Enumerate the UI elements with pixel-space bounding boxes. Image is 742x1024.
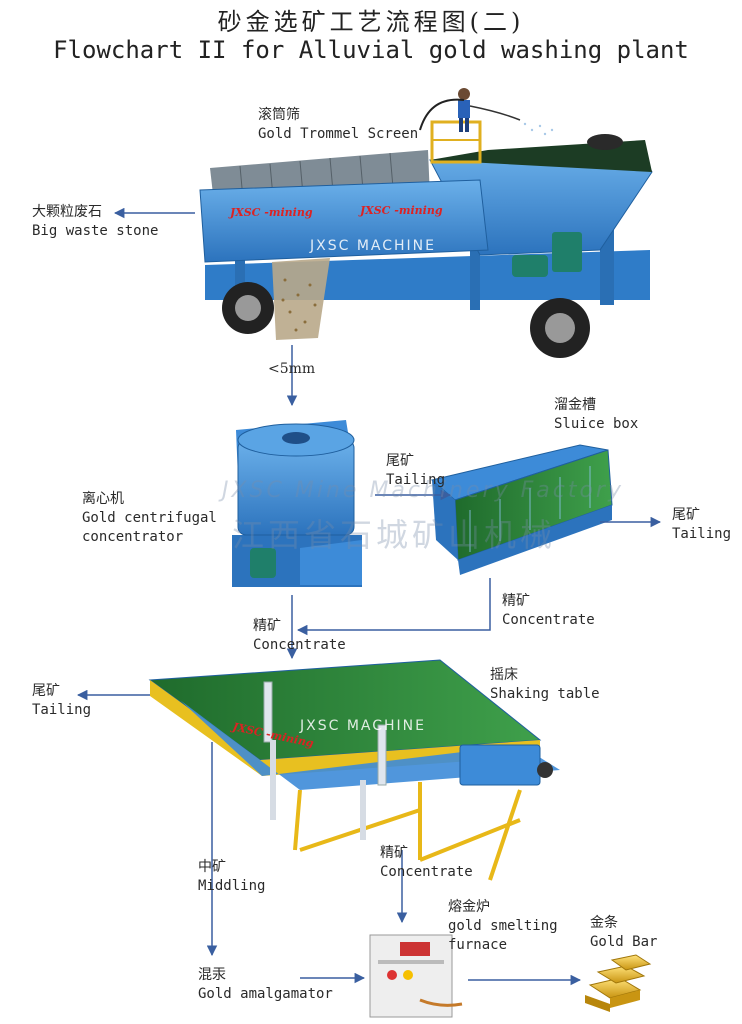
tailing1-label: 尾矿 Tailing [386,452,445,490]
middling-label-en: Middling [198,877,266,894]
waste-label-en: Big waste stone [32,222,159,239]
trommel-label-en: Gold Trommel Screen [258,125,419,142]
goldbar-label-en: Gold Bar [590,933,658,950]
concentrate1-label-cn: 精矿 [253,618,281,634]
trommel-brand-left: JXSC -mining [228,206,313,219]
sluice-box-machine [430,444,613,575]
title-english: Flowchart II for Alluvial gold washing p… [53,36,689,64]
amalgamator-label-en: Gold amalgamator [198,985,333,1002]
tailing1-label-cn: 尾矿 [386,453,414,469]
size-label: <5mm [268,361,316,377]
concentrate1-label-en: Concentrate [253,636,346,653]
concentrate3-label-cn: 精矿 [380,845,408,861]
title-chinese: 砂金选矿工艺流程图(二) [217,8,525,36]
furnace-label-en2: furnace [448,936,508,953]
centrifugal-label-cn: 离心机 [82,491,124,507]
trommel-watermark: JXSC MACHINE [309,238,436,254]
tailing2-label: 尾矿 Tailing [672,506,731,544]
concentrate1-label: 精矿 Concentrate [253,617,346,655]
sluice-label-cn: 溜金槽 [554,397,596,413]
concentrate3-label-en: Concentrate [380,863,473,880]
shaking-label-cn: 摇床 [490,667,518,683]
sluice-label: 溜金槽 Sluice box [554,396,638,434]
amalgamator-label-cn: 混汞 [198,967,226,983]
shaking-table-machine: JXSC -mining JXSC MACHINE [148,659,560,881]
concentrate2-label: 精矿 Concentrate [502,592,595,630]
concentrate2-label-cn: 精矿 [502,593,530,609]
shaking-table-watermark: JXSC MACHINE [299,718,426,734]
trommel-brand-right: JXSC -mining [358,204,443,217]
trommel-label: 滚筒筛 Gold Trommel Screen [258,106,418,144]
tailing2-label-en: Tailing [672,525,732,542]
sluice-label-en: Sluice box [554,415,639,432]
tailing3-label-cn: 尾矿 [32,683,60,699]
trommel-screen-machine: JXSC -mining JXSC -mining JXSC MACHINE [199,88,653,358]
centrifugal-label: 离心机 Gold centrifugal concentrator [82,490,217,547]
shaking-label-en: Shaking table [490,685,600,702]
smelting-furnace-machine [369,934,463,1018]
arrow-sluice-concentrate-to-shaking [296,578,491,636]
goldbar-label-cn: 金条 [590,915,618,931]
furnace-label: 熔金炉 gold smelting furnace [448,898,558,955]
concentrate3-label: 精矿 Concentrate [380,844,473,882]
tailing2-label-cn: 尾矿 [672,507,700,523]
trommel-label-cn: 滚筒筛 [258,107,300,123]
centrifugal-concentrator-machine [232,420,362,587]
tailing3-label-en: Tailing [32,701,92,718]
centrifugal-label-en1: Gold centrifugal [82,509,217,526]
furnace-label-en1: gold smelting [448,917,558,934]
amalgamator-label: 混汞 Gold amalgamator [198,966,333,1004]
factory-watermark-en: JXSC Mine Machinery Factory [222,478,624,503]
concentrate2-label-en: Concentrate [502,611,595,628]
tailing3-label: 尾矿 Tailing [32,682,91,720]
gold-bars-image [585,954,652,1012]
furnace-label-cn: 熔金炉 [448,899,490,915]
tailing1-label-en: Tailing [386,471,446,488]
goldbar-label: 金条 Gold Bar [590,914,657,952]
waste-label: 大颗粒废石 Big waste stone [32,203,158,241]
factory-watermark-cn: 江西省石城矿山机械 [232,516,557,554]
waste-label-cn: 大颗粒废石 [32,204,102,220]
middling-label: 中矿 Middling [198,858,265,896]
shaking-label: 摇床 Shaking table [490,666,600,704]
middling-label-cn: 中矿 [198,859,226,875]
centrifugal-label-en2: concentrator [82,528,184,545]
flow-arrows [76,207,662,986]
